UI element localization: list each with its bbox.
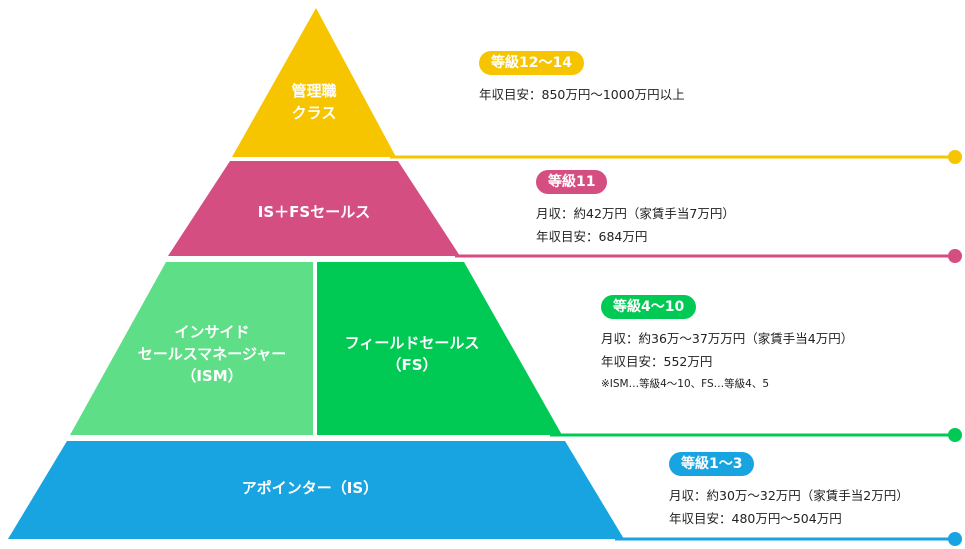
salary-monthly-appointer: 月収：約30万〜32万円（家賃手当2万円）: [669, 488, 909, 503]
grade-badge-ism-fs: 等級4〜10: [601, 295, 697, 319]
grade-badge-is-fs: 等級11: [536, 170, 608, 194]
salary-annual-ism-fs: 年収目安：552万円: [601, 354, 713, 369]
tier-is-fs-info: 等級11 月収：約42万円（家賃手当7万円） 年収目安：684万円: [536, 170, 735, 248]
tier-fs-label-2: （FS）: [386, 356, 437, 374]
grade-badge-appointer: 等級1〜3: [669, 452, 755, 476]
salary-annual-is-fs: 年収目安：684万円: [536, 229, 648, 244]
tier-management-label-2: クラス: [292, 104, 337, 122]
tier-ism-label-1: インサイド: [174, 323, 249, 341]
tier-ism-label-2: セールスマネージャー: [138, 345, 287, 363]
connector-lines: [390, 150, 962, 546]
grade-note-ism-fs: ※ISM…等級4〜10、FS…等級4、5: [601, 378, 770, 390]
tier-fs-label-1: フィールドセールス: [345, 334, 480, 352]
tier-fs-shape: [317, 262, 562, 435]
salary-monthly-is-fs: 月収：約42万円（家賃手当7万円）: [536, 206, 735, 221]
tier-ism-fs-info: 等級4〜10 月収：約36万〜37万万円（家賃手当4万円） 年収目安：552万円…: [601, 295, 853, 395]
connector-dot-is-fs: [948, 249, 962, 263]
tier-appointer-shape: [8, 441, 624, 539]
tier-is-fs-shape: [168, 161, 460, 256]
grade-badge-management: 等級12〜14: [479, 51, 584, 75]
connector-dot-appointer: [948, 532, 962, 546]
connector-dot-ism-fs: [948, 428, 962, 442]
tier-management-label-1: 管理職: [291, 82, 336, 100]
connector-dot-management: [948, 150, 962, 164]
tier-management-shape: [232, 8, 396, 157]
tier-ism-shape: [70, 262, 313, 435]
salary-annual-management: 年収目安：850万円〜1000万円以上: [479, 87, 685, 102]
tier-ism-label-3: （ISM）: [181, 367, 242, 385]
salary-monthly-ism-fs: 月収：約36万〜37万万円（家賃手当4万円）: [601, 331, 854, 346]
tier-is-fs-label: IS＋FSセールス: [258, 203, 370, 221]
tier-management-info: 等級12〜14 年収目安：850万円〜1000万円以上: [479, 51, 685, 106]
tier-appointer-info: 等級1〜3 月収：約30万〜32万円（家賃手当2万円） 年収目安：480万円〜5…: [669, 452, 909, 530]
salary-annual-appointer: 年収目安：480万円〜504万円: [669, 511, 842, 526]
tier-appointer-label: アポインター（IS）: [242, 479, 378, 497]
